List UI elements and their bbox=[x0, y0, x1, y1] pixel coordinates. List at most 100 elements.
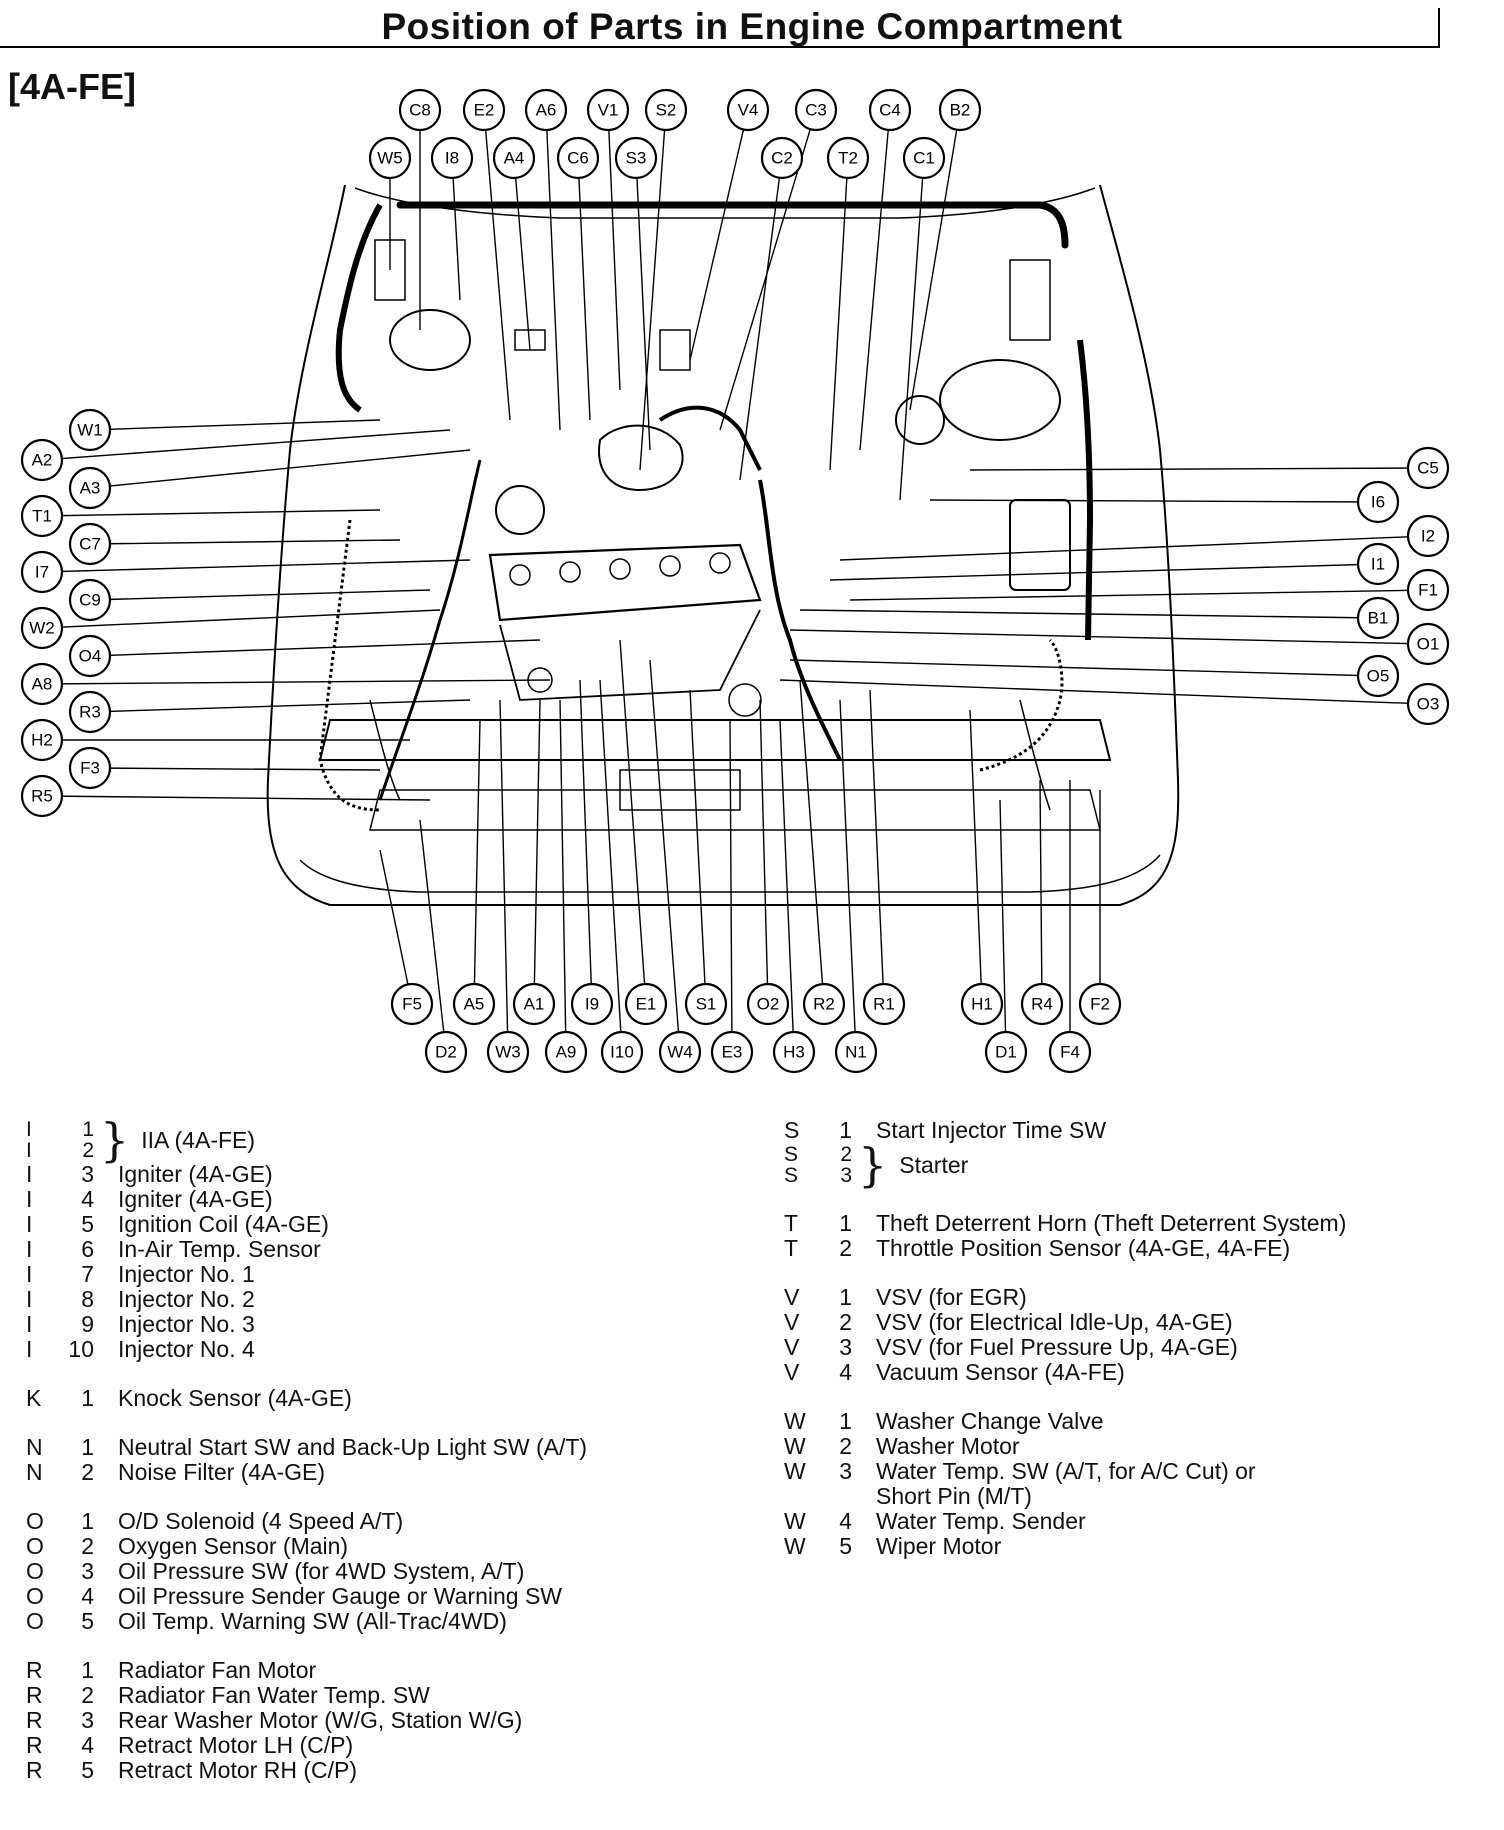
callout-n1: N1 bbox=[834, 1030, 878, 1074]
callout-circle bbox=[20, 438, 64, 482]
callout-circle bbox=[938, 88, 982, 132]
callout-circle bbox=[1406, 682, 1450, 726]
legend-description: Radiator Fan Water Temp. SW bbox=[118, 1682, 430, 1708]
callout-label: W3 bbox=[495, 1043, 521, 1062]
callout-circle bbox=[1356, 542, 1400, 586]
callout-circle bbox=[624, 982, 668, 1026]
callout-circle bbox=[710, 1030, 754, 1074]
callout-label: E3 bbox=[722, 1043, 743, 1062]
legend-description: Igniter (4A-GE) bbox=[118, 1161, 273, 1187]
leader-f3 bbox=[89, 767, 381, 771]
legend-number: 2 bbox=[839, 1235, 852, 1261]
callout-c4: C4 bbox=[868, 88, 912, 132]
legend-description: VSV (for Fuel Pressure Up, 4A-GE) bbox=[876, 1334, 1238, 1360]
callout-circle bbox=[544, 1030, 588, 1074]
legend-description: Noise Filter (4A-GE) bbox=[118, 1459, 326, 1485]
callout-s1: S1 bbox=[684, 982, 728, 1026]
callout-label: D2 bbox=[435, 1043, 457, 1062]
leader-o3 bbox=[779, 679, 1429, 705]
legend-description: Injector No. 2 bbox=[118, 1286, 255, 1312]
callout-circle bbox=[68, 578, 112, 622]
callout-circle bbox=[1406, 446, 1450, 490]
callout-circle bbox=[390, 982, 434, 1026]
leader-i10 bbox=[599, 679, 623, 1053]
callout-circle bbox=[1406, 622, 1450, 666]
legend-letter: I bbox=[26, 1311, 33, 1337]
callout-label: I7 bbox=[35, 563, 49, 582]
legend-letter: O bbox=[26, 1558, 44, 1584]
legend-number bbox=[820, 1484, 852, 1509]
legend-number: 2 bbox=[840, 1143, 852, 1166]
legend-letter: R bbox=[26, 1657, 43, 1683]
callout-circle bbox=[424, 1030, 468, 1074]
legend-letter: V bbox=[784, 1359, 800, 1385]
leader-f1 bbox=[849, 589, 1429, 601]
legend-number: 3 bbox=[81, 1161, 94, 1187]
callout-circle bbox=[746, 982, 790, 1026]
legend-number: 2 bbox=[839, 1309, 852, 1335]
callout-f4: F4 bbox=[1048, 1030, 1092, 1074]
legend-letter: V bbox=[784, 1334, 800, 1360]
callout-label: I2 bbox=[1421, 527, 1435, 546]
leader-e1 bbox=[619, 639, 647, 1005]
legend-letter: R bbox=[26, 1732, 43, 1758]
legend-description: Igniter (4A-GE) bbox=[118, 1186, 273, 1212]
callout-circle bbox=[862, 982, 906, 1026]
leader-o5 bbox=[789, 659, 1379, 677]
leader-v1 bbox=[607, 109, 621, 391]
leader-o1 bbox=[789, 629, 1429, 645]
legend-description: Injector No. 1 bbox=[118, 1261, 255, 1287]
legend-letter: R bbox=[26, 1707, 43, 1733]
leader-a1 bbox=[533, 699, 541, 1005]
callout-circle bbox=[20, 718, 64, 762]
legend-description: Vacuum Sensor (4A-FE) bbox=[876, 1359, 1125, 1385]
callout-label: R1 bbox=[873, 995, 895, 1014]
callout-circle bbox=[802, 982, 846, 1026]
callout-label: T1 bbox=[32, 507, 52, 526]
legend-number: 7 bbox=[81, 1261, 94, 1287]
callout-label: F5 bbox=[402, 995, 422, 1014]
leader-i7 bbox=[41, 559, 471, 573]
legend-letter: S bbox=[784, 1164, 799, 1187]
callout-label: A8 bbox=[32, 675, 53, 694]
callout-label: R2 bbox=[813, 995, 835, 1014]
callout-label: C3 bbox=[805, 101, 827, 120]
callout-w2: W2 bbox=[20, 606, 64, 650]
legend-description: Wiper Motor bbox=[876, 1533, 1002, 1559]
callout-o5: O5 bbox=[1356, 654, 1400, 698]
legend-letter: O bbox=[26, 1533, 44, 1559]
callout-label: S3 bbox=[626, 149, 647, 168]
legend-number: 1 bbox=[82, 1118, 94, 1141]
callout-circle bbox=[1406, 514, 1450, 558]
legend-number: 2 bbox=[839, 1433, 852, 1459]
legend-description: Throttle Position Sensor (4A-GE, 4A-FE) bbox=[876, 1235, 1291, 1261]
legend-description: Starter bbox=[899, 1151, 969, 1178]
legend-number: 3 bbox=[81, 1558, 94, 1584]
legend-description: Start Injector Time SW bbox=[876, 1117, 1107, 1143]
legend-number: 1 bbox=[839, 1210, 852, 1236]
callout-label: H3 bbox=[783, 1043, 805, 1062]
legend-letter: N bbox=[26, 1459, 43, 1485]
leader-b2 bbox=[909, 109, 961, 411]
legend-description: IIA (4A-FE) bbox=[141, 1126, 256, 1153]
callout-b2: B2 bbox=[938, 88, 982, 132]
callout-c1: C1 bbox=[902, 136, 946, 180]
legend-description: Injector No. 3 bbox=[118, 1311, 255, 1337]
leader-a8 bbox=[41, 679, 551, 685]
title-corner-tick bbox=[1438, 8, 1440, 48]
legend-description: Oil Pressure Sender Gauge or Warning SW bbox=[118, 1583, 562, 1609]
leader-a2 bbox=[41, 429, 451, 461]
callout-label: R3 bbox=[79, 703, 101, 722]
